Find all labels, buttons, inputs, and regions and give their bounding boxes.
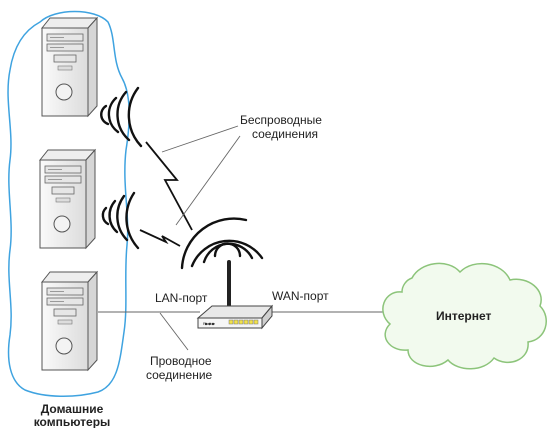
router-leds	[228, 319, 259, 325]
wireless-waves-computer-1	[100, 86, 143, 148]
lan-port-label: LAN-порт	[155, 291, 208, 305]
home-computers-label-line1: Домашние	[41, 402, 104, 416]
home-computers-label-line2: компьютеры	[34, 415, 111, 428]
router: Router	[196, 260, 274, 330]
internet-cloud	[382, 262, 547, 370]
wireless-connections-label-line2: соединения	[252, 127, 318, 141]
computer-1	[41, 17, 98, 117]
wired-connection-label-line1: Проводное	[150, 354, 212, 368]
home-computers-cloud	[7, 10, 131, 398]
computer-3	[41, 271, 98, 371]
computer-2	[39, 149, 96, 249]
wireless-connections-label-line1: Беспроводные	[240, 113, 322, 127]
callout-lines	[159, 125, 241, 351]
wireless-link-bolt-1	[145, 141, 193, 231]
internet-label: Интернет	[436, 309, 492, 323]
router-wireless-waves	[180, 217, 264, 270]
wan-port-label: WAN-порт	[272, 289, 329, 303]
wireless-link-bolt-2	[139, 229, 181, 247]
wired-connection-label-line2: соединение	[146, 368, 213, 382]
wireless-waves-computer-2	[101, 191, 140, 250]
